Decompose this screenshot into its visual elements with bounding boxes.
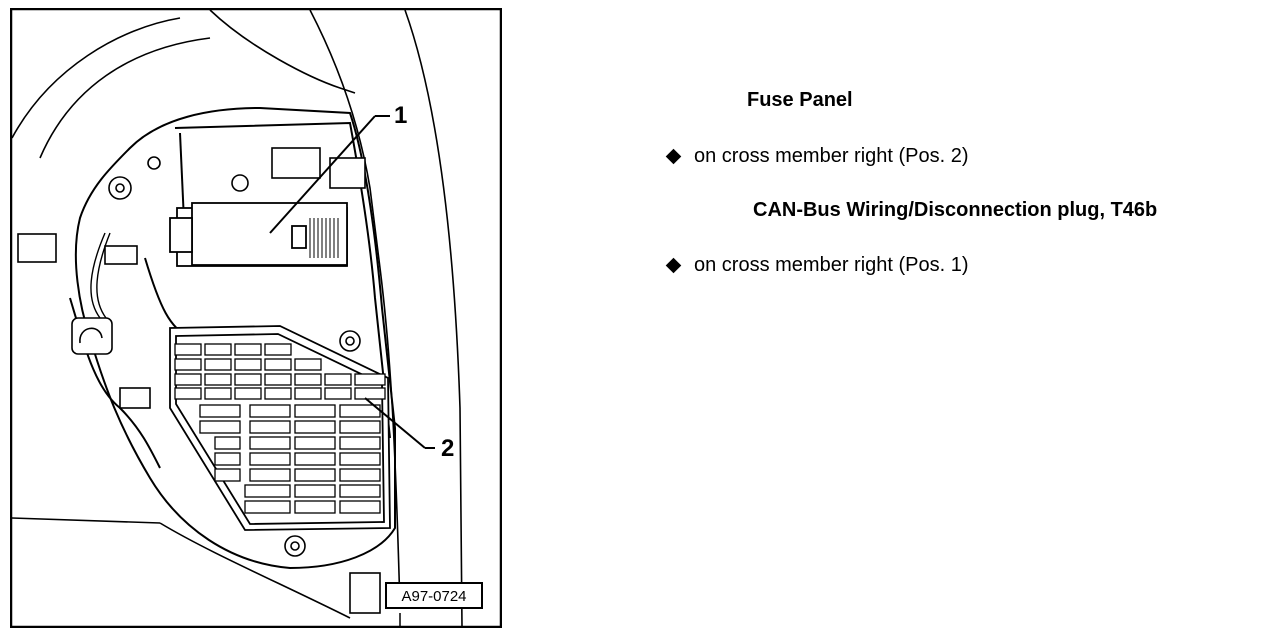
can-bus-heading: CAN-Bus Wiring/Disconnection plug, T46b: [753, 199, 1158, 221]
fuse-grid: [174, 343, 386, 514]
leader-lines: [269, 115, 435, 449]
fuse-panel-location-text: on cross member right (Pos. 2): [694, 145, 969, 167]
can-bus-location-text: on cross member right (Pos. 1): [694, 254, 969, 276]
callout-2: 2: [441, 435, 454, 462]
body-panel-lines: [11, 9, 463, 628]
callout-1: 1: [394, 102, 407, 129]
diamond-bullet-icon: [665, 257, 682, 274]
wiring-harness: [90, 232, 111, 319]
fuse-panel-location-item: on cross member right (Pos. 2): [665, 145, 969, 168]
can-bus-location-item: on cross member right (Pos. 1): [665, 254, 969, 277]
can-bus-disconnection-plug: [169, 202, 348, 267]
mounting-bolts: [108, 156, 361, 557]
diamond-bullet-icon: [665, 148, 682, 165]
reference-code-box: [385, 582, 483, 609]
reference-code: A97-0724: [401, 588, 466, 605]
fuse-panel-heading: Fuse Panel: [747, 89, 853, 111]
component-location-illustration: 1 2 A97-0724: [10, 8, 502, 628]
cross-member-bracket: [69, 106, 396, 570]
mounting-clips: [17, 147, 381, 614]
